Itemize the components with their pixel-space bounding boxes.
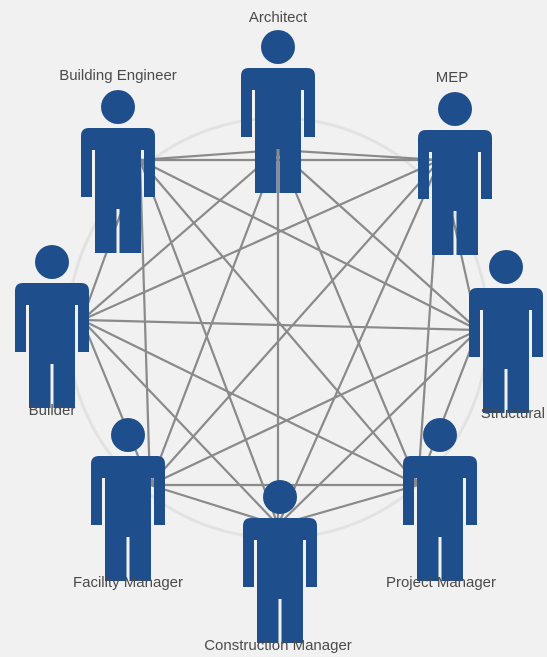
person-icon <box>418 92 492 255</box>
connector-architect-structural <box>277 149 479 331</box>
person-body <box>15 283 89 408</box>
labels-group: Architect MEP Structural Project Manager… <box>29 9 545 654</box>
person-body <box>243 518 317 643</box>
person-icon <box>15 245 89 408</box>
person-icon <box>241 30 315 193</box>
label-mep: MEP <box>436 69 469 86</box>
connector-architect-facility-manager <box>148 149 280 486</box>
connector-project-manager-building-engineer <box>139 159 419 486</box>
person-body <box>418 130 492 255</box>
connector-construction-manager-building-engineer <box>138 159 280 526</box>
person-head <box>489 250 523 284</box>
connector-mep-facility-manager <box>149 159 441 486</box>
person-head <box>35 245 69 279</box>
connector-architect-project-manager <box>276 149 420 486</box>
label-architect: Architect <box>249 9 308 26</box>
connector-structural-construction-manager <box>277 329 479 526</box>
people-group <box>15 30 543 643</box>
label-construction-manager: Construction Manager <box>204 637 352 654</box>
person-head <box>101 90 135 124</box>
connector-project-manager-builder <box>81 319 419 486</box>
person-icon <box>469 250 543 413</box>
person-body <box>469 288 543 413</box>
person-icon <box>403 418 477 581</box>
connector-structural-facility-manager <box>149 329 479 486</box>
person-head <box>438 92 472 126</box>
person-icon <box>81 90 155 253</box>
label-facility-manager: Facility Manager <box>73 574 183 591</box>
connector-mep-construction-manager <box>276 159 442 526</box>
label-building-engineer: Building Engineer <box>59 67 177 84</box>
connector-architect-mep <box>277 148 441 162</box>
label-structural: Structural <box>481 405 545 422</box>
person-head <box>261 30 295 64</box>
person-icon <box>91 418 165 581</box>
person-head <box>111 418 145 452</box>
person-body <box>81 128 155 253</box>
connector-structural-building-engineer <box>139 159 479 331</box>
connector-facility-manager-building-engineer <box>138 159 152 486</box>
person-head <box>263 480 297 514</box>
person-head <box>423 418 457 452</box>
person-body <box>241 68 315 193</box>
label-project-manager: Project Manager <box>386 574 496 591</box>
label-builder: Builder <box>29 402 76 419</box>
person-body <box>91 456 165 581</box>
connector-construction-manager-builder <box>81 319 279 526</box>
connector-architect-builder <box>81 149 279 321</box>
person-icon <box>243 480 317 643</box>
connector-mep-builder <box>81 158 441 322</box>
person-body <box>403 456 477 581</box>
